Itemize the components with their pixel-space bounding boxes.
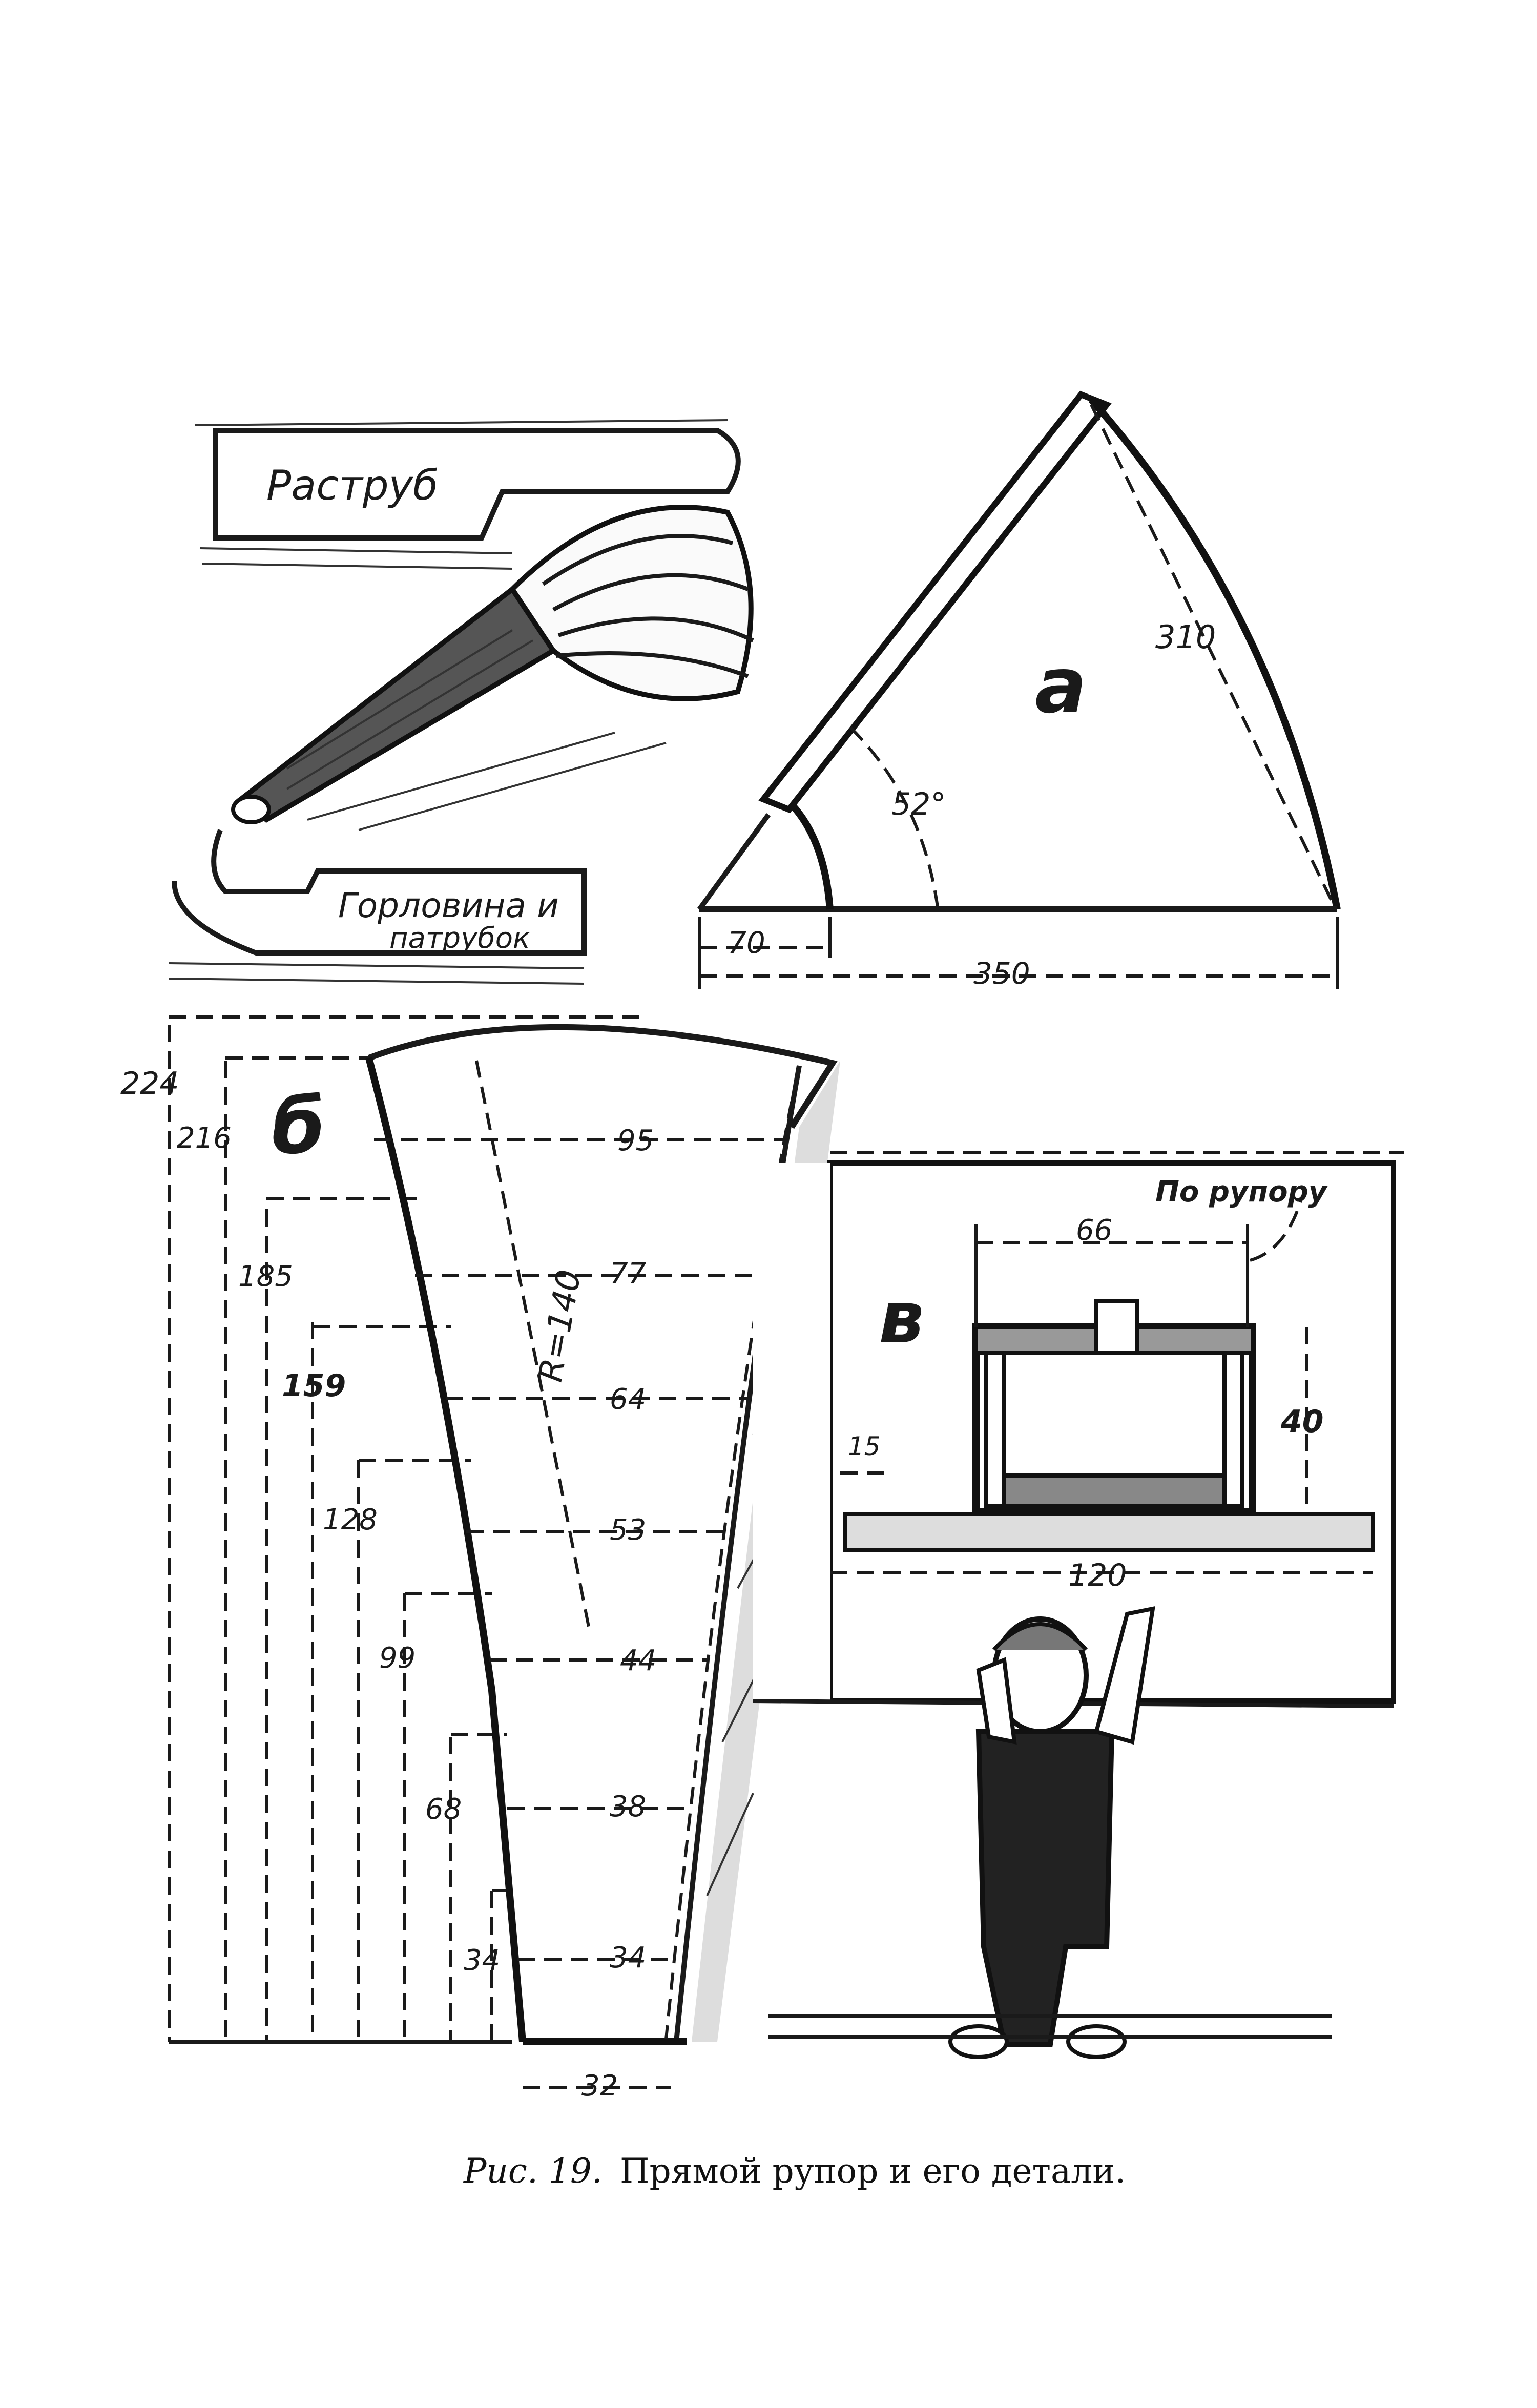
throat-label-line1: Горловина и	[338, 886, 559, 925]
panel-a-dim-350: 350	[973, 956, 1030, 991]
panel-v-dim-120: 120	[1068, 1558, 1127, 1593]
throat-label-line2: патрубок	[389, 922, 530, 955]
panel-b-radius: R=140	[532, 1267, 589, 1385]
panel-v-letter: в	[879, 1276, 924, 1360]
bottom-width-32: 32	[581, 2069, 618, 2103]
height-guides	[168, 1015, 640, 2044]
height-34: 34	[464, 1944, 500, 1977]
template-board	[843, 1512, 1375, 1552]
width-38: 38	[610, 1790, 646, 1823]
panel-v-note: По рупору	[1155, 1175, 1328, 1209]
panel-v-dim-66: 66	[1076, 1214, 1112, 1247]
panel-a-angle: 52°	[891, 786, 946, 822]
height-185: 185	[238, 1260, 293, 1293]
width-64: 64	[610, 1383, 646, 1416]
panel-v-template: в По рупору 66 40 15 120	[753, 1151, 1404, 2059]
worker-illustration	[768, 1606, 1332, 2059]
width-guides	[374, 1138, 784, 2089]
width-44: 44	[620, 1644, 656, 1677]
horn-sketch: Раструб Горловина и	[169, 419, 754, 985]
panel-a-dim-70: 70	[728, 925, 765, 960]
panel-a-sector: a 52° 310 70 350	[697, 390, 1341, 991]
panel-a-letter: a	[1035, 641, 1087, 731]
height-128: 128	[323, 1503, 378, 1537]
figure-caption: Рис. 19. Прямой рупор и его детали.	[463, 2151, 1126, 2191]
width-34: 34	[610, 1941, 646, 1975]
panel-v-dim-15: 15	[848, 1431, 881, 1461]
width-53: 53	[610, 1513, 646, 1547]
panel-b-letter: б	[272, 1082, 325, 1171]
caption-prefix: Рис. 19.	[463, 2151, 603, 2191]
width-77: 77	[610, 1257, 647, 1291]
caption-text: Прямой рупор и его детали.	[620, 2151, 1126, 2191]
throat-label-box: Горловина и патрубок	[169, 829, 587, 985]
bell-label-box: Раструб	[194, 419, 741, 570]
bell-label: Раструб	[266, 462, 438, 509]
height-216: 216	[177, 1122, 232, 1155]
panel-v-dim-40: 40	[1280, 1404, 1324, 1440]
horn-drawing	[231, 505, 754, 831]
height-224: 224	[120, 1066, 179, 1102]
height-159: 159	[282, 1368, 346, 1404]
height-68: 68	[425, 1793, 462, 1826]
panel-b-pattern: б R=140 224 216 185 159 128 99 68 34 95 …	[120, 1015, 841, 2103]
height-99: 99	[379, 1642, 416, 1675]
panel-a-radius-310: 310	[1155, 618, 1216, 656]
template-frame	[972, 1299, 1256, 1515]
width-95: 95	[617, 1124, 654, 1157]
